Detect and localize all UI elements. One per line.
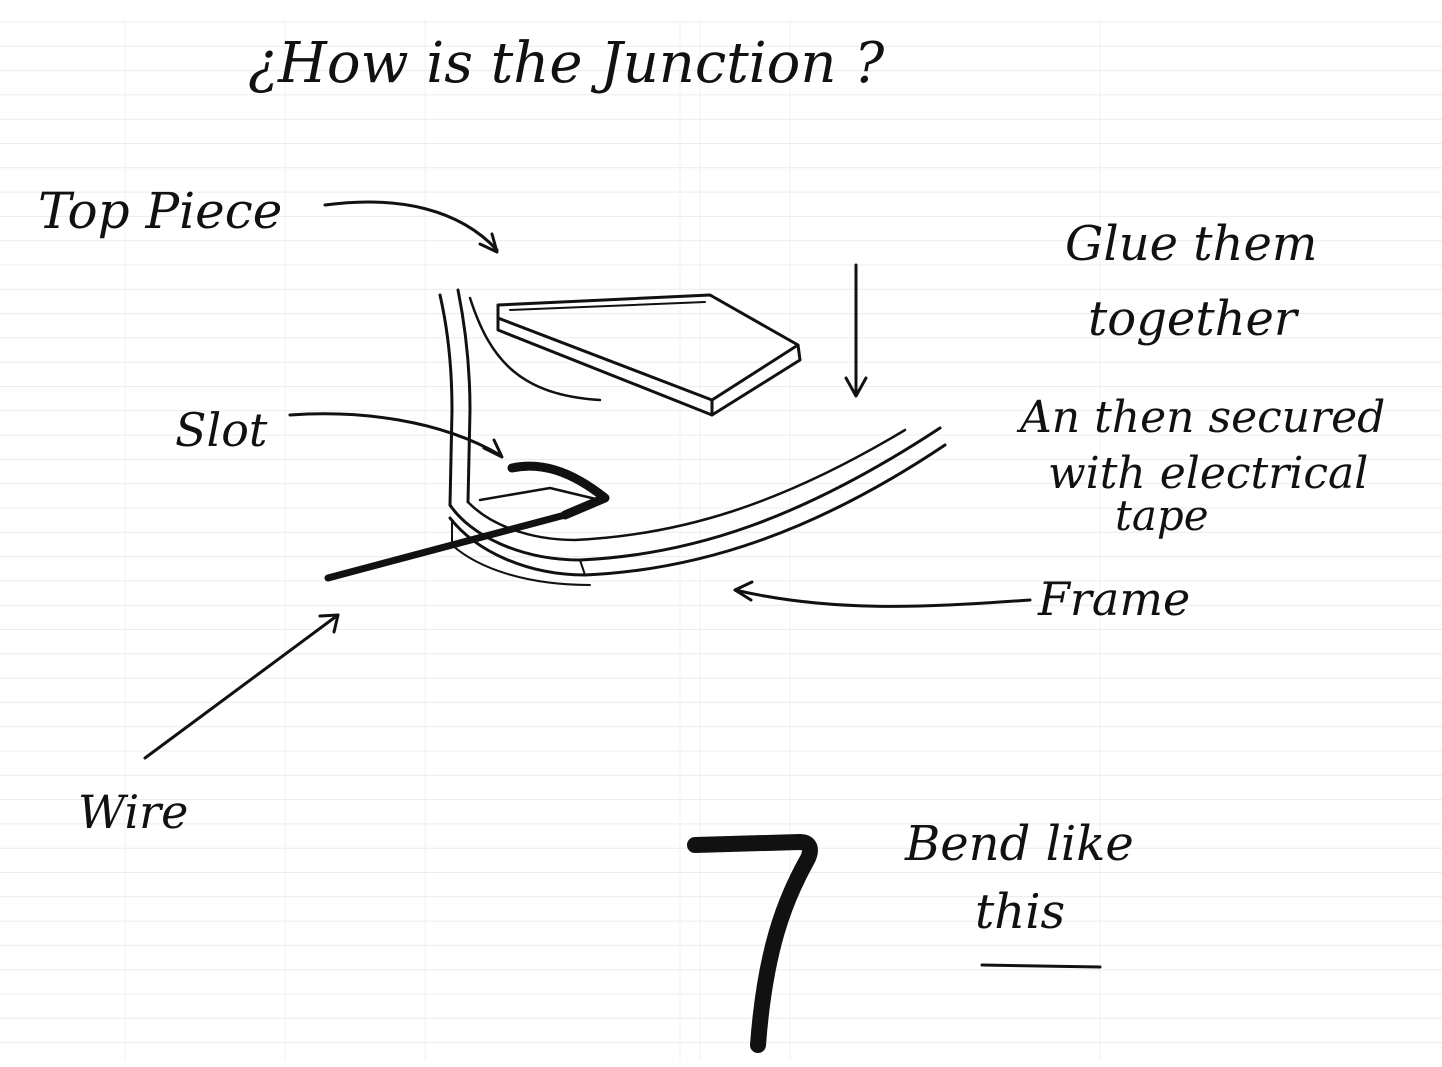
secured-label-line3: tape — [1115, 491, 1209, 540]
secured-label-line1: An then secured — [1016, 392, 1385, 443]
frame-arrow — [733, 580, 1032, 608]
glue-down-arrow — [844, 263, 868, 398]
top-piece-shape — [496, 293, 802, 417]
question-label: ¿How is the Junction ? — [248, 31, 885, 96]
frame-label: Frame — [1037, 572, 1190, 626]
glue-label-line2: together — [1088, 291, 1300, 347]
wire-arrow — [143, 613, 340, 760]
slot-arrow — [288, 412, 504, 459]
wire-label: Wire — [78, 785, 188, 839]
secured-label-line2: with electrical — [1048, 448, 1368, 499]
arrows — [143, 200, 1032, 760]
bend-label-line1: Bend like — [904, 816, 1134, 872]
top-piece-arrow — [323, 200, 499, 254]
slot-label: Slot — [175, 403, 268, 457]
bend-example-shape — [687, 834, 818, 1053]
junction-drawing — [324, 288, 947, 586]
glue-label-line1: Glue them — [1065, 216, 1317, 272]
frame-shape — [438, 288, 947, 586]
background-table — [0, 20, 1442, 1060]
top-piece-label: Top Piece — [38, 182, 282, 240]
this-underline — [980, 963, 1102, 969]
wire-shape — [324, 511, 569, 582]
bend-label-line2: this — [975, 884, 1065, 940]
